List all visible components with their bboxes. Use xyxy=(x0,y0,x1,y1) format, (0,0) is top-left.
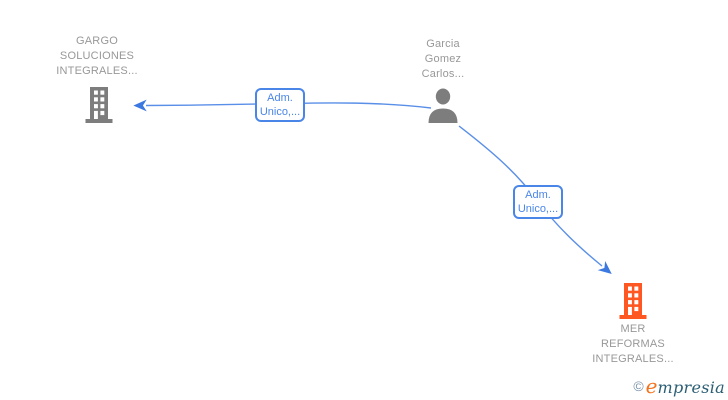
empresia-logo: ©empresia xyxy=(633,374,725,398)
node-label-line: Garcia xyxy=(426,38,460,50)
node-gargo-label[interactable]: GARGO SOLUCIONES INTEGRALES... xyxy=(17,34,177,79)
edge-label-garcia-to-mer[interactable]: Adm. Unico,... xyxy=(513,185,563,219)
copyright-icon: © xyxy=(633,378,644,394)
node-label-line: REFORMAS xyxy=(601,338,665,350)
edge-label-line: Unico,... xyxy=(259,106,301,118)
person-icon[interactable] xyxy=(427,87,459,123)
node-label-line: SOLUCIONES xyxy=(59,50,135,62)
node-label-line: INTEGRALES... xyxy=(56,65,138,77)
node-mer-label[interactable]: MER REFORMAS INTEGRALES... xyxy=(563,322,703,367)
edge-label-line: Adm. xyxy=(525,189,551,201)
building-icon[interactable] xyxy=(618,283,648,319)
edge-label-garcia-to-gargo[interactable]: Adm. Unico,... xyxy=(255,88,305,122)
node-label-line: Carlos... xyxy=(421,68,465,80)
logo-brand-initial: e xyxy=(645,374,658,398)
edge-label-line: Adm. xyxy=(267,92,293,104)
building-icon[interactable] xyxy=(84,87,114,123)
node-label-line: MER xyxy=(620,323,646,335)
edge-label-line: Unico,... xyxy=(517,203,559,215)
node-label-line: GARGO xyxy=(76,35,118,47)
logo-brand-text: mpresia xyxy=(657,378,725,397)
node-label-line: Gomez xyxy=(424,53,462,65)
node-garcia-label[interactable]: Garcia Gomez Carlos... xyxy=(383,37,503,82)
node-label-line: INTEGRALES... xyxy=(592,353,674,365)
